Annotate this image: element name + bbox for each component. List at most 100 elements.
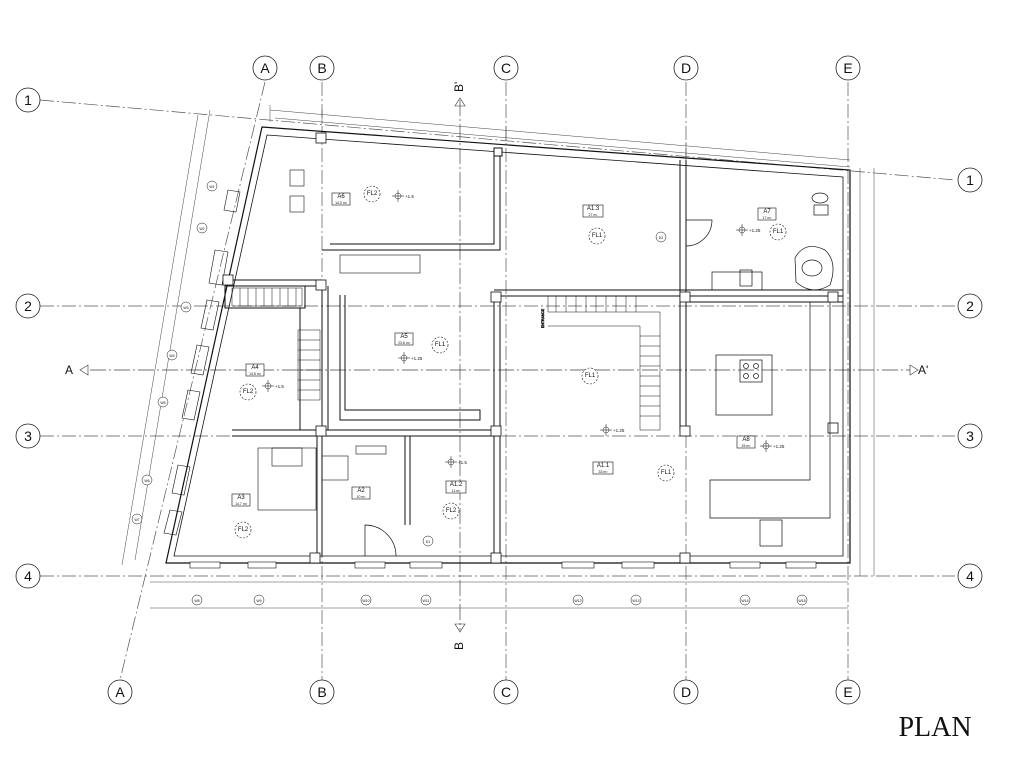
stair-entrance-label: ENTRANCE — [541, 308, 545, 328]
svg-text:FL1: FL1 — [585, 373, 596, 379]
grid-lines — [39, 81, 956, 681]
svg-text:D1: D1 — [426, 540, 431, 544]
svg-text:D2: D2 — [659, 236, 664, 240]
stair-main: ENTRANCE — [541, 296, 661, 431]
svg-text:A3: A3 — [237, 495, 245, 501]
svg-text:FL2: FL2 — [238, 527, 249, 533]
level-marker-a7: +1.25 — [736, 224, 761, 236]
dimension-lines — [121, 105, 875, 609]
svg-text:A6: A6 — [337, 194, 345, 200]
room-label-a1-1: A1.1 33 m² — [592, 461, 614, 475]
svg-text:4: 4 — [24, 568, 32, 584]
level-markers: +1.5 +1.25 +1.25 +1.5 +1.25 +1.25 +1.5 — [262, 190, 785, 468]
svg-text:D: D — [681, 60, 691, 76]
svg-text:+1.5: +1.5 — [405, 194, 414, 199]
window-tag-w4: W4 — [166, 349, 178, 361]
structural-columns — [222, 132, 839, 564]
svg-text:+1.25: +1.25 — [613, 428, 625, 433]
left-wall-windows — [163, 189, 241, 536]
svg-text:W15: W15 — [798, 599, 805, 603]
svg-text:W7: W7 — [134, 518, 139, 522]
stair-left — [231, 287, 321, 401]
doors — [364, 219, 713, 557]
grid-bubble-d-bottom: D — [673, 679, 699, 705]
svg-text:W2: W2 — [199, 227, 204, 231]
window-tag-w15: W15 — [796, 594, 808, 606]
svg-text:W5: W5 — [160, 401, 165, 405]
svg-text:A5: A5 — [400, 334, 408, 340]
section-label-a: A — [65, 363, 73, 377]
grid-bubble-b-bottom: B — [309, 679, 335, 705]
window-tag-w13: W13 — [630, 594, 642, 606]
kitchen-fixtures — [709, 302, 831, 547]
svg-text:W1: W1 — [209, 185, 214, 189]
svg-text:1: 1 — [966, 172, 974, 188]
level-marker-a8: +1.25 — [760, 440, 785, 452]
room-label-a4: A4 13.5 m² — [245, 363, 265, 377]
svg-text:33 m²: 33 m² — [599, 470, 609, 474]
level-marker-a5: +1.25 — [398, 352, 423, 364]
window-tag-w7: W7 — [131, 513, 143, 525]
svg-text:+1.25: +1.25 — [749, 228, 761, 233]
window-tag-w8: W8 — [191, 594, 203, 606]
window-tag-w2: W2 — [196, 222, 208, 234]
fl-tag-a1-1: FL1 — [657, 464, 675, 482]
svg-text:+1.25: +1.25 — [773, 444, 785, 449]
svg-text:A2: A2 — [357, 488, 365, 494]
svg-text:A4: A4 — [251, 365, 259, 371]
svg-text:2: 2 — [24, 298, 32, 314]
window-tag-w9: W9 — [253, 594, 265, 606]
room-label-a8: A8 25 m² — [736, 435, 756, 449]
svg-text:1: 1 — [24, 92, 32, 108]
room-label-a1-3: A1.3 27 m² — [582, 204, 604, 218]
svg-text:W8: W8 — [194, 599, 199, 603]
window-tag-w14: W14 — [739, 594, 751, 606]
svg-text:W13: W13 — [632, 599, 639, 603]
grid-bubble-b-top: B — [309, 55, 335, 81]
svg-text:W11: W11 — [423, 599, 430, 603]
grid-bubble-1-left: 1 — [15, 87, 41, 113]
window-tag-w3: W3 — [180, 301, 192, 313]
grid-bubble-1-right: 1 — [957, 167, 983, 193]
svg-text:W6: W6 — [144, 479, 149, 483]
bathroom-fixtures — [711, 192, 834, 291]
svg-text:25 m²: 25 m² — [742, 444, 752, 448]
window-tag-w6: W6 — [141, 474, 153, 486]
svg-text:A: A — [115, 684, 125, 700]
svg-text:C: C — [501, 60, 511, 76]
svg-text:FL2: FL2 — [367, 191, 378, 197]
svg-text:A: A — [260, 60, 270, 76]
grid-bubble-3-left: 3 — [15, 423, 41, 449]
svg-text:FL2: FL2 — [243, 389, 254, 395]
window-tag-w1: W1 — [206, 180, 218, 192]
section-label-b-prime: B' — [452, 82, 466, 92]
grid-bubble-c-top: C — [493, 55, 519, 81]
fl-tag-a5: FL1 — [431, 336, 449, 354]
section-line-bb: B' B — [452, 82, 466, 650]
exterior-walls — [165, 126, 851, 564]
section-label-b: B — [452, 642, 466, 650]
fl-tag-hall: FL1 — [581, 367, 599, 385]
room-label-a6: A6 14.0 m² — [331, 192, 351, 206]
door-tag-d2: D2 — [655, 231, 667, 243]
window-tags-left: W1 W2 W3 W4 W5 W6 W7 — [131, 180, 218, 525]
grid-bubble-a-bottom: A — [107, 679, 133, 705]
misc-furniture — [257, 169, 421, 511]
svg-text:+1.25: +1.25 — [411, 356, 423, 361]
svg-text:W4: W4 — [169, 354, 174, 358]
fl-tag-a4: FL2 — [239, 383, 257, 401]
svg-text:4: 4 — [966, 568, 974, 584]
svg-text:D: D — [681, 684, 691, 700]
room-label-a1-2: A1.2 11 m² — [445, 480, 467, 494]
fl-tag-a6: FL2 — [363, 185, 381, 203]
door-tags: D1 D2 — [422, 231, 667, 547]
svg-text:E: E — [843, 60, 852, 76]
level-marker-a4: +1.5 — [262, 380, 284, 392]
svg-text:W12: W12 — [574, 599, 581, 603]
section-label-a-prime: A' — [918, 363, 928, 377]
svg-text:13.5 m²: 13.5 m² — [249, 372, 262, 376]
svg-text:B: B — [317, 684, 326, 700]
svg-text:10 m²: 10 m² — [357, 495, 367, 499]
grid-bubble-4-left: 4 — [15, 563, 41, 589]
